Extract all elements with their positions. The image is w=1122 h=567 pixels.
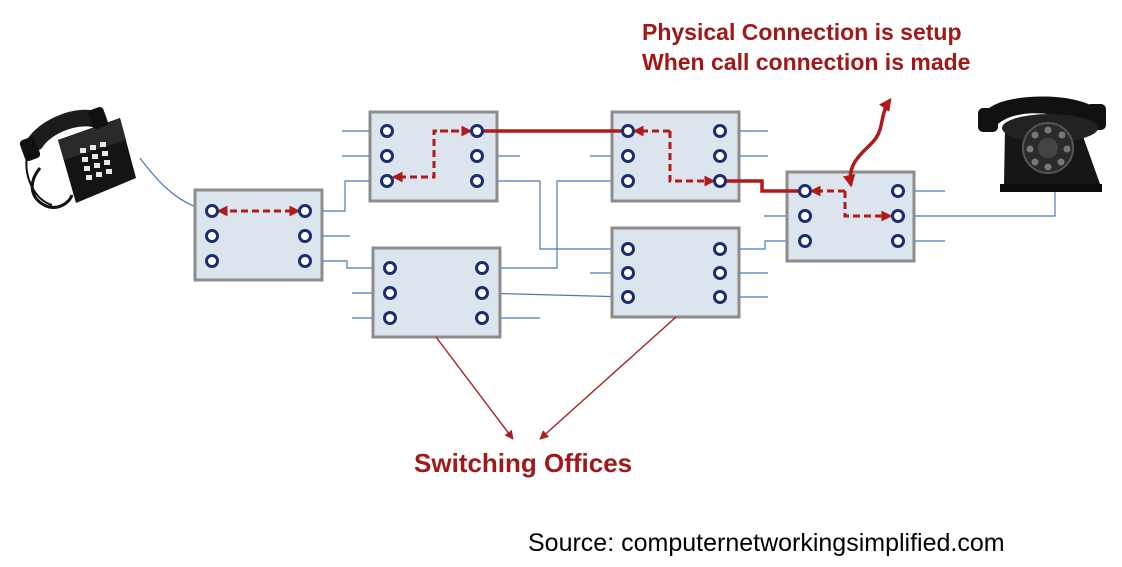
port-b-left-2	[380, 149, 394, 163]
port-a-left-3	[205, 254, 219, 268]
port-b-left-1	[380, 124, 394, 138]
port-a-right-3	[298, 254, 312, 268]
wire-a-c	[305, 260, 390, 269]
port-c-left-1	[383, 261, 397, 275]
rotary-telephone-icon	[978, 96, 1106, 192]
port-f-right-3	[713, 290, 727, 304]
port-f-left-2	[621, 266, 635, 280]
desk-telephone-icon	[19, 106, 136, 209]
ports	[205, 124, 905, 325]
port-e-right-1	[891, 184, 905, 198]
port-e-left-1	[798, 184, 812, 198]
port-d-left-1	[621, 124, 635, 138]
port-d-right-3	[713, 174, 727, 188]
annotation-line-2: When call connection is made	[642, 49, 971, 75]
port-c-left-2	[383, 286, 397, 300]
port-f-right-1	[713, 242, 727, 256]
port-a-left-2	[205, 229, 219, 243]
switch-paths	[216, 125, 893, 222]
port-b-right-1	[470, 124, 484, 138]
port-c-right-2	[475, 286, 489, 300]
wires	[139, 130, 1059, 319]
port-f-right-2	[713, 266, 727, 280]
wire-c-d	[482, 180, 628, 269]
wire-b-f	[477, 180, 628, 250]
port-f-left-3	[621, 290, 635, 304]
port-b-right-3	[470, 174, 484, 188]
source-credit: Source: computernetworkingsimplified.com	[528, 529, 1005, 557]
switching-offices-label: Switching Offices	[414, 448, 633, 478]
physical-circuit	[477, 129, 805, 193]
port-c-right-1	[475, 261, 489, 275]
wire-f-e	[720, 240, 805, 250]
port-e-left-2	[798, 209, 812, 223]
port-e-right-2	[891, 209, 905, 223]
port-e-right-3	[891, 234, 905, 248]
port-e-left-3	[798, 234, 812, 248]
port-a-right-1	[298, 204, 312, 218]
port-d-right-2	[713, 149, 727, 163]
pointer-right	[539, 316, 677, 440]
port-f-left-1	[621, 242, 635, 256]
port-c-right-3	[475, 311, 489, 325]
port-d-left-2	[621, 149, 635, 163]
port-b-left-3	[380, 174, 394, 188]
port-c-left-3	[383, 311, 397, 325]
path-d	[668, 131, 716, 187]
wire-c-f	[481, 292, 629, 298]
wire-a-b	[305, 180, 387, 212]
circuit-d-e	[720, 179, 805, 193]
wire-right-phone	[898, 184, 1059, 217]
path-e	[843, 191, 893, 222]
port-b-right-2	[470, 149, 484, 163]
port-a-right-2	[298, 229, 312, 243]
pointer-left	[435, 336, 514, 440]
switching-pointers	[435, 316, 677, 440]
port-a-left-1	[205, 204, 219, 218]
annotation-line-1: Physical Connection is setup	[642, 19, 962, 45]
port-d-right-1	[713, 124, 727, 138]
annotation-arrow	[842, 97, 892, 188]
port-d-left-3	[621, 174, 635, 188]
